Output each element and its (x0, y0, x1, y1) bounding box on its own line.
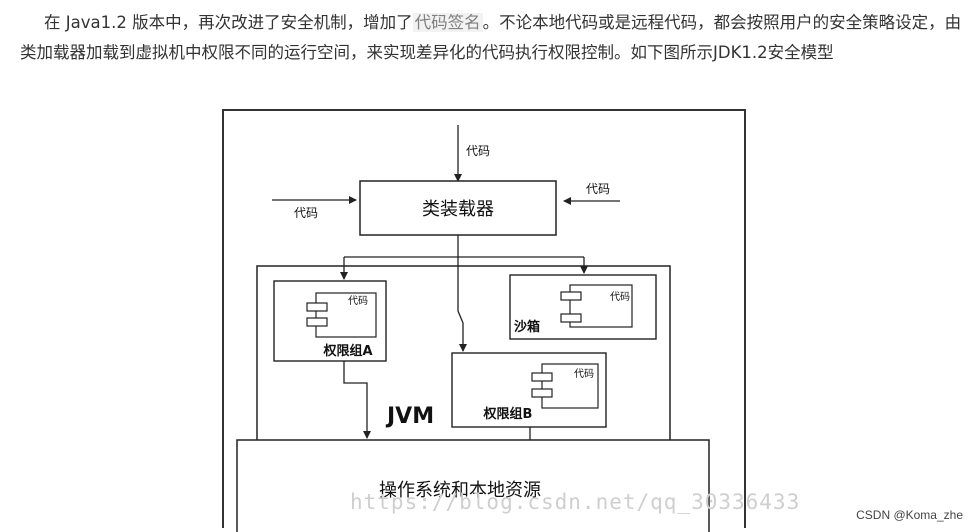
class-loader-label: 类装载器 (422, 199, 494, 220)
code-label-top: 代码 (466, 144, 490, 158)
incoming-code-arrow-top: 代码 (454, 125, 490, 182)
os-label: 操作系统和本地资源 (379, 480, 541, 501)
code-label-left: 代码 (294, 206, 318, 220)
incoming-code-arrow-left: 代码 (272, 196, 357, 220)
csdn-credit: CSDN @Koma_zhe (856, 508, 963, 522)
permission-group-a: 代码 权限组A (273, 280, 387, 362)
sandbox-box: 代码 沙箱 (509, 274, 657, 340)
highlighted-term: 代码签名 (412, 13, 483, 32)
component-icon-a: 代码 (306, 292, 377, 338)
code-label-right: 代码 (586, 182, 610, 196)
group-a-label: 权限组A (322, 343, 372, 359)
permission-group-b: 代码 权限组B (451, 352, 607, 428)
incoming-code-arrow-right: 代码 (563, 182, 620, 205)
code-label-a: 代码 (348, 295, 368, 307)
distribution-arrows (340, 235, 588, 352)
paragraph-text-suffix: 。不论本地代码或是远程代码，都会按照用户的安全策略设定，由类加载器加载到虚拟机中… (20, 13, 962, 62)
article-paragraph: 在 Java1.2 版本中，再次改进了安全机制，增加了代码签名。不论本地代码或是… (20, 8, 965, 68)
url-watermark: https://blog.csdn.net/qq_30336433 (350, 490, 801, 514)
group-b-label: 权限组B (483, 406, 533, 422)
sandbox-label: 沙箱 (514, 319, 540, 335)
code-label-sandbox: 代码 (610, 291, 630, 303)
os-native-resources-box: 操作系统和本地资源 (236, 439, 710, 532)
jdk12-security-model-diagram: 代码 代码 代码 类装载器 JVM (222, 109, 746, 532)
paragraph-text-prefix: 在 Java1.2 版本中，再次改进了安全机制，增加了 (44, 13, 413, 32)
code-label-b: 代码 (574, 368, 594, 380)
component-icon-sandbox: 代码 (560, 284, 633, 328)
jvm-label: JVM (385, 404, 434, 429)
component-icon-b: 代码 (531, 363, 599, 409)
class-loader-box: 类装载器 (359, 180, 557, 236)
